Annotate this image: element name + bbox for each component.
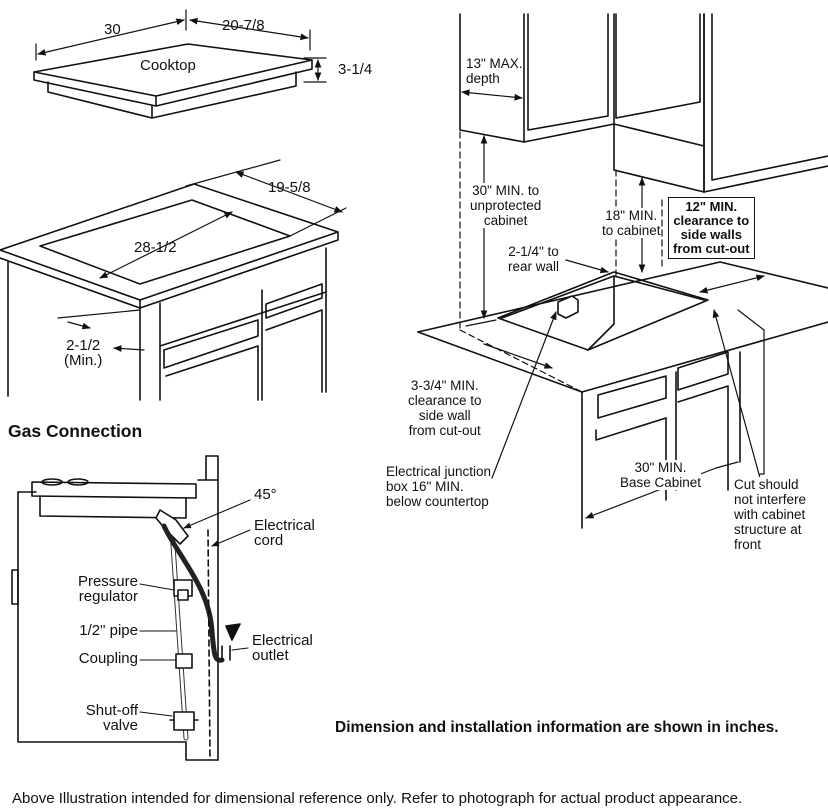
cooktop-height-label: 3-1/4 (338, 61, 373, 78)
cutout-front-min-line2: (Min.) (64, 352, 103, 369)
junction-box-label: Electrical junction box 16" MIN. below c… (386, 464, 492, 509)
pressure-regulator-label: Pressure regulator (72, 574, 138, 604)
footer-disclaimer: Above Illustration intended for dimensio… (12, 790, 743, 807)
gas-connection-title: Gas Connection (8, 421, 143, 441)
cooktop-dimensions (35, 9, 327, 83)
electrical-cord-line1: Electrical (254, 517, 315, 534)
unprotected-line3: cabinet (483, 213, 528, 228)
cut-line1: Cut should (734, 477, 799, 492)
cutout-depth-label: 19-5/8 (268, 179, 311, 196)
rear-wall-line2: rear wall (508, 259, 560, 274)
clearance-line3: side walls (680, 227, 742, 242)
cutout-width-label: 28-1/2 (134, 239, 177, 256)
unprotected-line1: 30" MIN. to (472, 183, 540, 198)
to-cabinet-line2: to cabinet (602, 223, 661, 238)
installation-dimensions (459, 89, 765, 519)
cooktop-width-label: 30 (104, 21, 121, 38)
cooktop-depth-label: 20-7/8 (222, 17, 265, 34)
electrical-outlet-line1: Electrical (252, 632, 313, 649)
junction-line2: box 16" MIN. (386, 479, 464, 494)
to-cabinet-label: 18" MIN. to cabinet (602, 208, 661, 238)
cutout-front-min-line1: 2-1/2 (66, 337, 101, 354)
pressure-regulator-line2: regulator (78, 588, 138, 605)
electrical-outlet-label: Electrical outlet (252, 633, 313, 663)
side-wall-line2: clearance to (408, 393, 482, 408)
to-cabinet-line1: 18" MIN. (605, 208, 658, 223)
clearance-line2: clearance to (673, 213, 750, 228)
rear-wall-label: 2-1/4" to rear wall (508, 244, 560, 274)
junction-line1: Electrical junction (386, 464, 492, 479)
max-depth-line1: 13" MAX. (466, 56, 523, 71)
rear-wall-line1: 2-1/4" to (508, 244, 559, 259)
side-wall-line1: 3-3/4" MIN. (410, 378, 479, 393)
coupling-label: Coupling (78, 650, 138, 667)
clearance-line4: from cut-out (673, 241, 750, 256)
cut-line4: structure at (734, 522, 802, 537)
unprotected-cabinet-label: 30" MIN. to unprotected cabinet (470, 183, 542, 228)
cutout-front-min-label: 2-1/2 (Min.) (64, 338, 102, 368)
installation-cabinet-drawing (417, 13, 828, 529)
electrical-outlet-line2: outlet (252, 647, 289, 664)
junction-line3: below countertop (386, 494, 489, 509)
unprotected-line2: unprotected (470, 198, 542, 213)
pressure-regulator-line1: Pressure (77, 573, 138, 590)
cut-line3: with cabinet (734, 507, 806, 522)
pipe-label: 1/2" pipe (79, 622, 138, 639)
gas-connection-drawing (11, 455, 241, 761)
side-wall-clearance-box: 12" MIN. clearance to side walls from cu… (668, 197, 755, 259)
cooktop-drawing (33, 43, 313, 119)
base-line2: Base Cabinet (620, 475, 702, 490)
shutoff-valve-line2: valve (102, 717, 138, 734)
max-depth-line2: depth (466, 71, 500, 86)
side-wall-line3: side wall (418, 408, 471, 423)
gas-connection-leaders (139, 499, 251, 717)
electrical-cord-label: Electrical cord (254, 518, 315, 548)
max-depth-label: 13" MAX. depth (466, 56, 523, 86)
cut-line5: front (734, 537, 762, 552)
base-line1: 30" MIN. (634, 460, 687, 475)
electrical-cord-line2: cord (254, 532, 284, 549)
cutout-dimensions (57, 159, 347, 352)
cooktop-label: Cooktop (140, 57, 196, 74)
side-wall-label: 3-3/4" MIN. clearance to side wall from … (408, 378, 482, 438)
cutout-cabinet-drawing (0, 183, 339, 401)
shutoff-valve-label: Shut-off valve (70, 703, 138, 733)
side-wall-line4: from cut-out (408, 423, 481, 438)
base-cabinet-label: 30" MIN. Base Cabinet (620, 460, 702, 490)
angle-label: 45° (254, 486, 277, 503)
cut-line2: not interfere (734, 492, 807, 507)
cut-interference-label: Cut should not interfere with cabinet st… (734, 477, 807, 552)
shutoff-valve-line1: Shut-off (85, 702, 138, 719)
dimension-notice: Dimension and installation information a… (335, 719, 779, 736)
clearance-line1: 12" MIN. (685, 199, 738, 214)
